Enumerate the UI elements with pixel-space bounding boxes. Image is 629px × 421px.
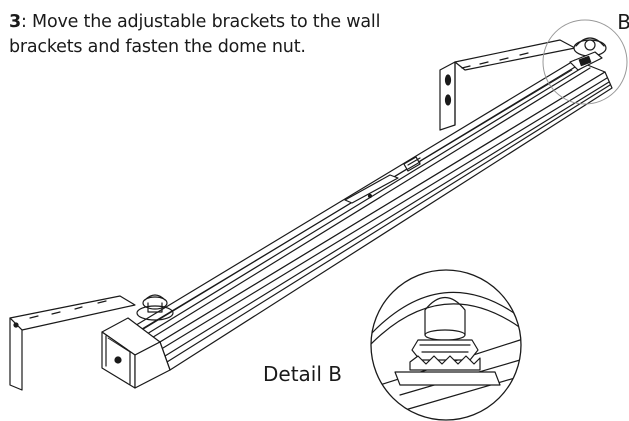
step-description: Move the adjustable brackets to the wall… — [9, 12, 381, 57]
step-separator: : — [20, 12, 27, 32]
instruction-text: 3: Move the adjustable brackets to the w… — [9, 10, 399, 60]
left-adjustable-bracket — [137, 295, 173, 320]
rail-body — [128, 60, 612, 370]
mount-hole — [446, 95, 451, 105]
detail-label: Detail B — [263, 362, 342, 386]
step-number: 3 — [9, 12, 21, 32]
mount-hole — [14, 323, 18, 327]
mount-hole — [446, 75, 451, 85]
detail-b-view — [370, 270, 530, 421]
callout-circle — [543, 20, 627, 104]
right-adjustable-bracket — [570, 38, 606, 70]
left-wall-bracket — [10, 296, 135, 390]
left-end-cap — [102, 318, 170, 388]
callout-letter: B — [617, 10, 629, 34]
